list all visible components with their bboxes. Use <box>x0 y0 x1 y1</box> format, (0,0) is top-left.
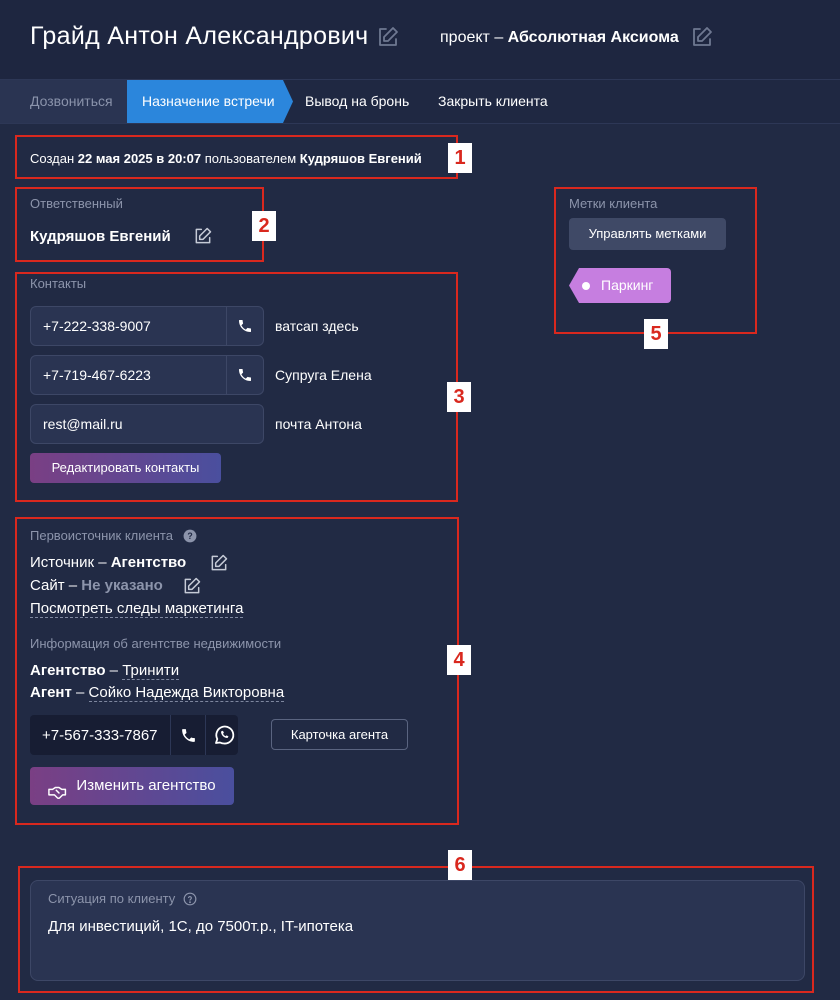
contact-note: ватсап здесь <box>275 318 359 334</box>
svg-text:?: ? <box>187 531 192 541</box>
annotation-number-1: 1 <box>448 143 472 173</box>
stage-tabs: Дозвониться Назначение встречи Вывод на … <box>0 80 840 124</box>
marketing-link[interactable]: Посмотреть следы маркетинга <box>30 600 244 618</box>
agent-dash: – <box>71 684 89 701</box>
situation-text[interactable]: Для инвестиций, 1С, до 7500т.р., IT-ипот… <box>48 918 354 935</box>
annotation-number-4: 4 <box>447 645 471 675</box>
handshake-icon <box>48 778 70 816</box>
source-prefix: Источник – <box>30 554 111 571</box>
source-line: Источник – Агентство <box>30 554 186 571</box>
created-info: Создан 22 мая 2025 в 20:07 пользователем… <box>30 151 422 166</box>
edit-contacts-button[interactable]: Редактировать контакты <box>30 453 221 483</box>
created-date: 22 мая 2025 в 20:07 <box>77 151 202 166</box>
whatsapp-icon[interactable] <box>212 723 236 752</box>
tab-booking[interactable]: Вывод на бронь <box>305 93 410 109</box>
agent-card-button[interactable]: Карточка агента <box>271 719 408 750</box>
page-header <box>0 0 840 80</box>
contact-note: Супруга Елена <box>275 367 372 383</box>
tags-label: Метки клиента <box>569 196 658 211</box>
agency-key: Агентство <box>30 662 106 679</box>
contact-value[interactable]: +7-222-338-9007 <box>43 318 151 334</box>
tab-close-client[interactable]: Закрыть клиента <box>438 93 548 109</box>
contact-email-field[interactable]: rest@mail.ru <box>30 404 264 444</box>
agent-phone[interactable]: +7-567-333-7867 <box>42 727 158 744</box>
source-label-text: Первоисточник клиента <box>30 528 173 543</box>
site-value: Не указано <box>81 577 163 594</box>
responsible-label: Ответственный <box>30 196 123 211</box>
responsible-name: Кудряшов Евгений <box>30 228 171 245</box>
agency-dash: – <box>105 662 123 679</box>
agent-value[interactable]: Сойко Надежда Викторовна <box>88 684 285 702</box>
phone-icon[interactable] <box>226 307 263 345</box>
help-icon[interactable] <box>183 892 197 909</box>
contact-note: почта Антона <box>275 416 362 432</box>
phone-icon[interactable] <box>180 727 197 749</box>
created-prefix: Создан <box>30 151 78 166</box>
contact-value[interactable]: +7-719-467-6223 <box>43 367 151 383</box>
edit-source-icon[interactable] <box>209 553 229 573</box>
created-user: Кудряшов Евгений <box>299 151 422 166</box>
created-middle: пользователем <box>201 151 300 166</box>
client-name: Грайд Антон Александрович <box>30 22 369 50</box>
agency-info-label: Информация об агентстве недвижимости <box>30 636 282 651</box>
change-agency-label[interactable]: Изменить агентство <box>76 777 216 794</box>
situation-textarea[interactable] <box>30 880 805 981</box>
edit-responsible-icon[interactable] <box>193 226 213 246</box>
agent-phone-box <box>30 715 238 755</box>
project-prefix: проект – <box>440 29 508 46</box>
help-icon[interactable]: ? <box>183 529 197 546</box>
manage-tags-button[interactable]: Управлять метками <box>569 218 726 250</box>
contact-value[interactable]: rest@mail.ru <box>43 416 123 432</box>
edit-site-icon[interactable] <box>182 576 202 596</box>
marketing-link-text[interactable]: Посмотреть следы маркетинга <box>30 600 244 618</box>
edit-project-icon[interactable] <box>690 25 714 49</box>
contacts-label: Контакты <box>30 276 87 291</box>
source-value: Агентство <box>110 554 187 571</box>
annotation-box-6 <box>18 866 814 993</box>
contact-phone-field[interactable]: +7-719-467-6223 <box>30 355 264 395</box>
change-agency-button[interactable]: Изменить агентство <box>30 767 234 805</box>
source-label: Первоисточник клиента ? <box>30 528 197 546</box>
tag-hole <box>582 282 590 290</box>
situation-label-text: Ситуация по клиенту <box>48 891 176 906</box>
site-prefix: Сайт – <box>30 577 82 594</box>
annotation-number-6: 6 <box>448 850 472 880</box>
contact-phone-field[interactable]: +7-222-338-9007 <box>30 306 264 346</box>
agency-line: Агентство – Тринити <box>30 662 180 680</box>
project-name: Абсолютная Аксиома <box>507 29 679 46</box>
project-line: проект – Абсолютная Аксиома <box>440 29 679 47</box>
annotation-number-3: 3 <box>447 382 471 412</box>
agent-divider <box>170 715 171 755</box>
annotation-number-5: 5 <box>644 319 668 349</box>
site-line: Сайт – Не указано <box>30 577 163 594</box>
agent-line: Агент – Сойко Надежда Викторовна <box>30 684 285 702</box>
annotation-number-2: 2 <box>252 211 276 241</box>
tab-call[interactable]: Дозвониться <box>0 80 127 123</box>
situation-label: Ситуация по клиенту <box>48 891 197 909</box>
phone-icon[interactable] <box>226 356 263 394</box>
agency-value[interactable]: Тринити <box>122 662 180 680</box>
tab-meeting[interactable]: Назначение встречи <box>127 80 293 123</box>
agent-key: Агент <box>30 684 72 701</box>
agent-divider <box>205 715 206 755</box>
edit-name-icon[interactable] <box>376 25 400 49</box>
